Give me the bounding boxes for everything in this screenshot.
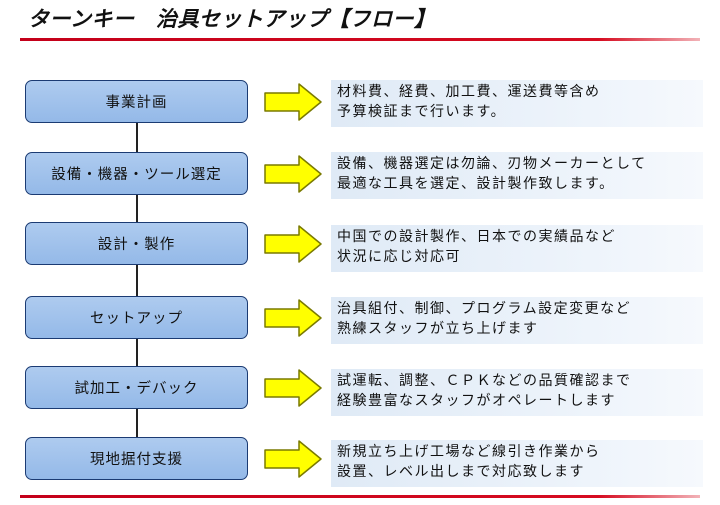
right-arrow-icon xyxy=(264,369,322,407)
step-description: 設備、機器選定は勿論、刃物メーカーとして最適な工具を選定、設計製作致します。 xyxy=(331,152,703,199)
right-arrow-icon xyxy=(264,155,322,193)
step-description: 中国での設計製作、日本での実績品など状況に応じ対応可 xyxy=(331,225,703,272)
step-description: 治具組付、制御、プログラム設定変更など熟練スタッフが立ち上げます xyxy=(331,297,703,344)
bottom-divider xyxy=(20,495,700,498)
flow-connector-line xyxy=(136,120,138,440)
right-arrow-icon xyxy=(264,440,322,478)
flow-step-box: 設備・機器・ツール選定 xyxy=(25,152,248,195)
step-description-line: 試運転、調整、ＣＰＫなどの品質確認まで xyxy=(337,373,632,389)
step-description: 新規立ち上げ工場など線引き作業から設置、レベル出しまで対応致します xyxy=(331,440,703,487)
right-arrow-icon xyxy=(264,83,322,121)
step-description-line: 予算検証まで行います。 xyxy=(337,104,507,120)
page-title: ターンキー 治具セットアップ【フロー】 xyxy=(28,7,436,31)
step-description-line: 熟練スタッフが立ち上げます xyxy=(337,321,539,337)
step-description-line: 状況に応じ対応可 xyxy=(337,249,461,265)
flow-step-box: 現地据付支援 xyxy=(25,437,248,480)
step-description-line: 治具組付、制御、プログラム設定変更など xyxy=(337,301,632,317)
step-description-line: 新規立ち上げ工場など線引き作業から xyxy=(337,444,601,460)
right-arrow-icon xyxy=(264,299,322,337)
step-description-line: 材料費、経費、加工費、運送費等含め xyxy=(337,84,601,100)
step-description: 試運転、調整、ＣＰＫなどの品質確認まで経験豊富なスタッフがオペレートします xyxy=(331,369,703,416)
right-arrow-icon xyxy=(264,225,322,263)
flow-step-box: 設計・製作 xyxy=(25,222,248,265)
step-description-line: 設置、レベル出しまで対応致します xyxy=(337,464,585,480)
top-divider xyxy=(20,38,700,41)
step-description-line: 中国での設計製作、日本での実績品など xyxy=(337,229,616,245)
flow-step-box: 試加工・デバック xyxy=(25,366,248,409)
flow-step-box: 事業計画 xyxy=(25,80,248,123)
flow-step-box: セットアップ xyxy=(25,296,248,339)
step-description-line: 設備、機器選定は勿論、刃物メーカーとして xyxy=(337,156,647,172)
step-description-line: 経験豊富なスタッフがオペレートします xyxy=(337,393,616,409)
step-description: 材料費、経費、加工費、運送費等含め予算検証まで行います。 xyxy=(331,80,703,127)
step-description-line: 最適な工具を選定、設計製作致します。 xyxy=(337,176,615,192)
